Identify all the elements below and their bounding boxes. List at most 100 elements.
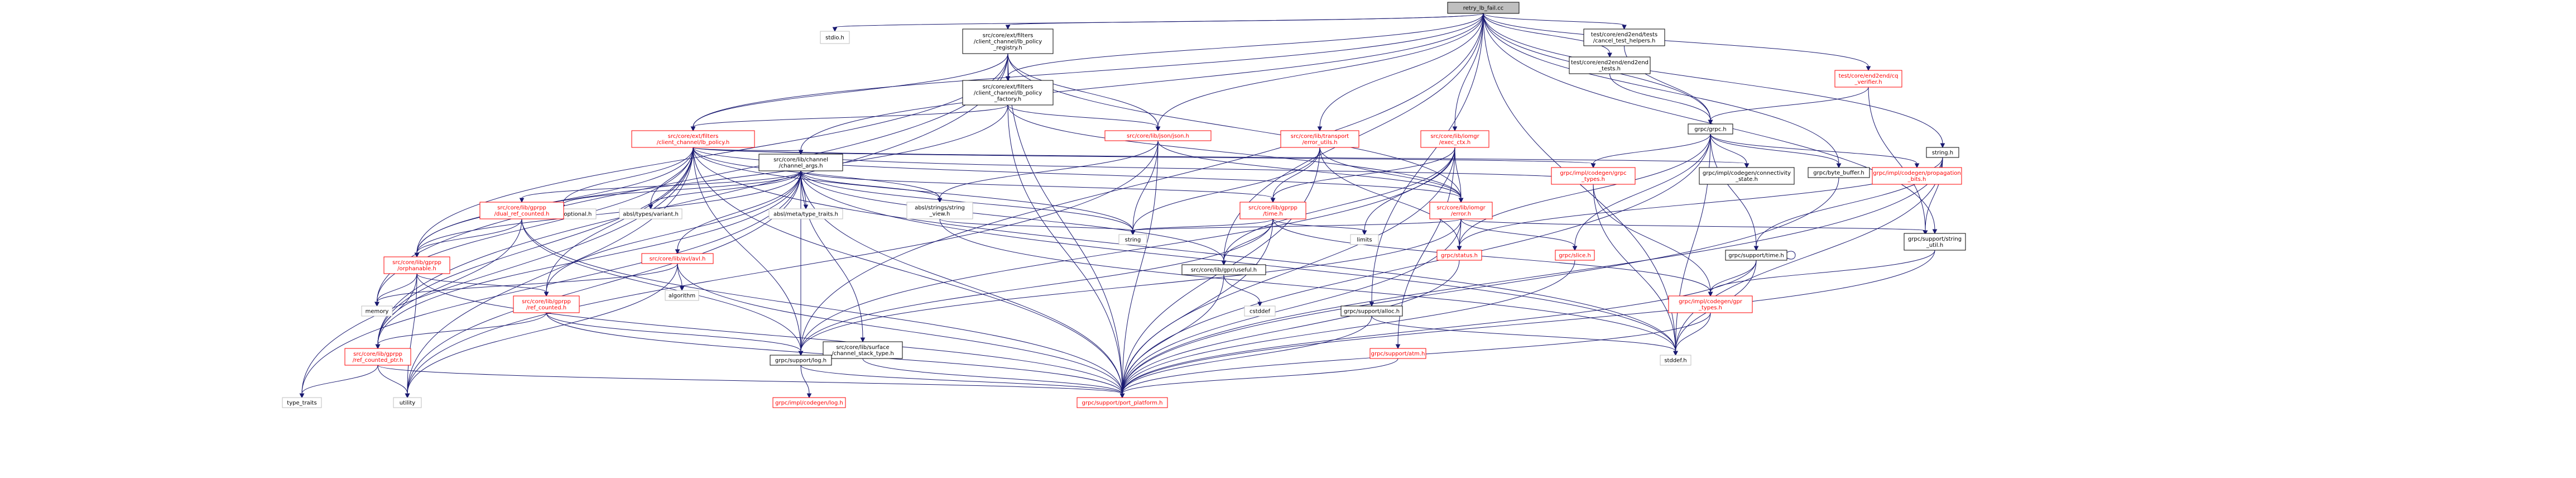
node-metatype[interactable]: absl/meta/type_traits.h: [768, 208, 843, 219]
node-box: [1104, 130, 1212, 141]
node-connstate[interactable]: grpc/impl/codegen/connectivity_state.h: [1699, 167, 1795, 185]
node-grpch[interactable]: grpc/grpc.h: [1688, 123, 1733, 135]
node-box: [383, 256, 450, 274]
edge-errutil-to-gtime: [1272, 147, 1320, 199]
node-box: [1429, 202, 1493, 219]
arrowhead-lbfac-to-lbpol: [690, 126, 696, 132]
node-box: [1369, 348, 1426, 359]
node-stringh[interactable]: string.h: [1926, 147, 1959, 158]
arrowhead-strutil-to-gprtypes: [1708, 291, 1713, 297]
node-json[interactable]: src/core/lib/json/json.h: [1104, 130, 1212, 141]
node-typetraits[interactable]: type_traits: [282, 397, 322, 408]
node-label: _state.h: [1735, 176, 1758, 183]
node-strview[interactable]: absl/strings/string_view.h: [906, 202, 973, 219]
node-box: [1280, 130, 1359, 148]
node-avl[interactable]: src/core/lib/avl/avl.h: [641, 253, 714, 264]
arrowhead-root-to-stringh: [1940, 143, 1945, 149]
node-label: src/core/lib/json/json.h: [1127, 133, 1189, 140]
node-algorithm[interactable]: algorithm: [665, 290, 699, 301]
node-box: [1699, 167, 1795, 185]
edge-dualrc-to-log: [521, 218, 801, 352]
edge-root-to-lbpol: [693, 13, 1484, 127]
edge-avl-to-memory: [377, 263, 678, 303]
node-sliceh[interactable]: grpc/slice.h: [1555, 250, 1595, 261]
node-label: /dual_ref_counted.h: [494, 211, 550, 217]
edge-gtime-to-portp: [1122, 218, 1273, 394]
node-e2etests[interactable]: test/core/end2end/end2end_tests.h: [1569, 56, 1651, 74]
edge-root-to-json: [1157, 13, 1484, 127]
edge-sliceh-to-portp: [1122, 260, 1575, 394]
node-stddef[interactable]: stddef.h: [1660, 355, 1691, 366]
node-root[interactable]: retry_lb_fail.cc: [1447, 2, 1520, 14]
node-label: src/core/lib/gprpp: [497, 205, 546, 211]
edge-root-to-stdio: [834, 13, 1484, 28]
node-atm[interactable]: grpc/support/atm.h: [1369, 348, 1426, 359]
node-cstddef[interactable]: cstddef: [1244, 305, 1276, 317]
edge-atm-to-portp: [1122, 358, 1398, 394]
edge-lbpol-to-rcptr: [377, 147, 694, 345]
node-ierror[interactable]: src/core/lib/iomgr/error.h: [1429, 202, 1493, 219]
node-strutil[interactable]: grpc/support/string_util.h: [1904, 233, 1966, 251]
node-label: grpc/impl/codegen/gpr: [1679, 299, 1743, 305]
edge-bytebuf-to-portp: [1122, 177, 1839, 394]
edge-chargs-to-useful: [800, 170, 1224, 261]
edge-log-to-portp: [800, 365, 1123, 394]
node-propbits[interactable]: grpc/impl/codegen/propagation_bits.h: [1872, 167, 1962, 185]
node-lbreg[interactable]: src/core/ext/filters/client_channel/lb_p…: [962, 28, 1054, 54]
edge-cqverif-to-stdbool: [1868, 87, 1926, 231]
node-errutil[interactable]: src/core/lib/transport/error_utils.h: [1280, 130, 1359, 148]
edge-strutil-to-portp: [1122, 250, 1935, 394]
node-chargs[interactable]: src/core/lib/channel/channel_args.h: [758, 154, 843, 171]
edge-grpch-to-propbits: [1710, 133, 1917, 164]
node-log[interactable]: grpc/support/log.h: [770, 355, 832, 366]
node-abslvar[interactable]: absl/types/variant.h: [619, 208, 683, 219]
node-utility[interactable]: utility: [393, 397, 422, 408]
edge-root-to-stringh: [1483, 13, 1943, 144]
node-box: [1555, 250, 1595, 261]
node-lbfac[interactable]: src/core/ext/filters/client_channel/lb_p…: [962, 80, 1054, 106]
node-box: [361, 305, 393, 317]
node-status[interactable]: grpc/status.h: [1436, 250, 1482, 261]
node-box: [1668, 295, 1753, 313]
node-stdio[interactable]: stdio.h: [820, 31, 850, 44]
arrowhead-ierror-to-stdbool: [1923, 230, 1928, 236]
arrowhead-root-to-strutil: [1932, 229, 1938, 235]
node-cancel[interactable]: test/core/end2end/tests/cancel_test_help…: [1583, 28, 1665, 46]
node-rcptr[interactable]: src/core/lib/gprpp/ref_counted_ptr.h: [344, 348, 411, 366]
edge-lbpol-to-typetraits: [301, 147, 694, 394]
node-box: [1904, 233, 1966, 251]
edge-json-to-strview: [939, 140, 1159, 199]
edge-lbpol-to-refc: [546, 147, 694, 293]
node-limits[interactable]: limits: [1350, 234, 1379, 245]
node-portp[interactable]: grpc/support/port_platform.h: [1076, 397, 1168, 408]
node-label: _registry.h: [993, 45, 1022, 51]
node-string[interactable]: string: [1118, 234, 1147, 245]
node-dualrc[interactable]: src/core/lib/gprpp/dual_ref_counted.h: [479, 202, 564, 219]
node-box: [393, 397, 422, 408]
node-refc[interactable]: src/core/lib/gprpp/ref_counted.h: [513, 295, 580, 313]
arrowhead-chargs-to-abslvar: [648, 204, 653, 210]
node-useful[interactable]: src/core/lib/gpr/useful.h: [1181, 264, 1266, 275]
node-gprtypes[interactable]: grpc/impl/codegen/gpr_types.h: [1668, 295, 1753, 313]
node-label: /client_channel/lb_policy.h: [657, 140, 729, 146]
node-surface[interactable]: src/core/lib/surface/channel_stack_type.…: [823, 341, 903, 359]
node-label: grpc/support/port_platform.h: [1082, 400, 1163, 407]
node-grpctypes[interactable]: grpc/impl/codegen/grpc_types.h: [1551, 167, 1636, 185]
node-label: src/core/lib/iomgr: [1436, 205, 1486, 211]
node-orphan[interactable]: src/core/lib/gprpp/orphanable.h: [383, 256, 450, 274]
node-label: string.h: [1932, 150, 1953, 156]
edge-lbpol-to-ierror: [693, 147, 1462, 199]
edge-lbpol-to-stddef: [693, 147, 1676, 352]
node-execctx[interactable]: src/core/lib/iomgr/exec_ctx.h: [1420, 130, 1489, 148]
edge-useful-to-cstddef: [1223, 274, 1260, 303]
node-gtime[interactable]: src/core/lib/gprpp/time.h: [1239, 202, 1306, 219]
node-lbpol[interactable]: src/core/ext/filters/client_channel/lb_p…: [631, 130, 755, 148]
node-bytebuf[interactable]: grpc/byte_buffer.h: [1808, 167, 1870, 178]
node-alloc[interactable]: grpc/support/alloc.h: [1340, 305, 1403, 317]
node-box: [479, 202, 564, 219]
node-cqverif[interactable]: test/core/end2end/cq_verifier.h: [1834, 70, 1902, 88]
node-memory[interactable]: memory: [361, 305, 393, 317]
node-suptime[interactable]: grpc/support/time.h: [1725, 250, 1787, 261]
node-box: [513, 295, 580, 313]
node-logc[interactable]: grpc/impl/codegen/log.h: [772, 397, 846, 408]
